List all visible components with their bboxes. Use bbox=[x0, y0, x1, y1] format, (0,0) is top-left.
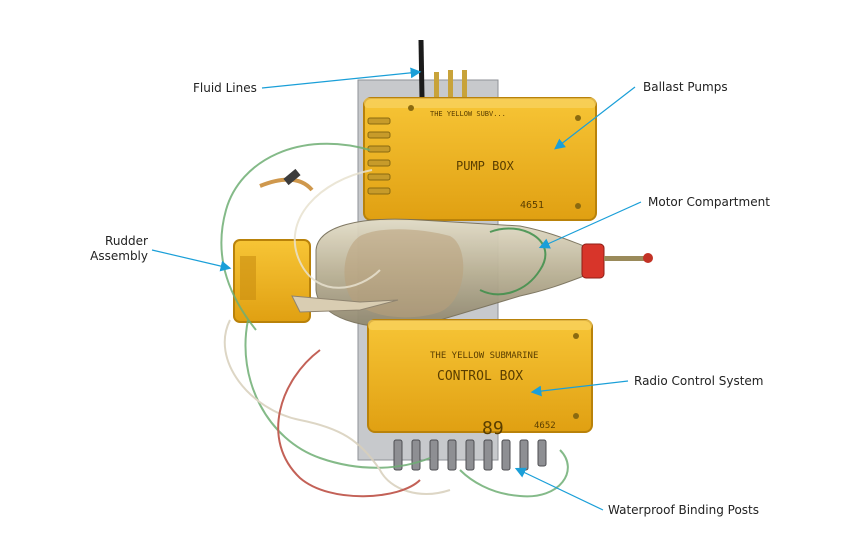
callout-arrows bbox=[151, 67, 642, 511]
fluid-line-tubes bbox=[418, 39, 467, 100]
control-brand-text: THE YELLOW SUBMARINE bbox=[430, 351, 538, 361]
label-rudder-line2: Assembly bbox=[90, 249, 148, 263]
pump-connectors bbox=[367, 117, 391, 195]
binding-posts bbox=[393, 439, 547, 471]
control-title-text: CONTROL BOX bbox=[437, 369, 523, 384]
radio-control-arrow bbox=[530, 380, 629, 397]
fluid-lines-arrow bbox=[261, 67, 422, 89]
label-fluid-lines: Fluid Lines bbox=[193, 81, 257, 95]
rudder-assembly-arrow bbox=[151, 249, 232, 272]
ballast-pumps-arrow bbox=[554, 86, 636, 150]
motor-bottle bbox=[315, 218, 653, 328]
pump-number-text: 4651 bbox=[520, 200, 544, 211]
control-serial-text: 4652 bbox=[534, 421, 556, 431]
pump-brand-text: THE YELLOW SUBV... bbox=[430, 110, 506, 118]
rudder-assembly bbox=[233, 239, 399, 323]
label-binding-posts: Waterproof Binding Posts bbox=[608, 503, 760, 517]
label-rudder-line1: Rudder bbox=[105, 234, 148, 248]
binding-posts-arrow bbox=[514, 467, 604, 511]
control-number-text: 89 bbox=[482, 418, 504, 439]
wires bbox=[220, 142, 569, 498]
label-ballast-pumps: Ballast Pumps bbox=[643, 80, 728, 94]
control-box: THE YELLOW SUBMARINE CONTROL BOX 89 4652 bbox=[367, 319, 593, 439]
pump-title-text: PUMP BOX bbox=[456, 159, 515, 173]
motor-compartment-arrow bbox=[538, 201, 642, 249]
pump-box: THE YELLOW SUBV... PUMP BOX 4651 bbox=[363, 97, 597, 221]
label-motor-compartment: Motor Compartment bbox=[648, 195, 770, 209]
label-radio-control: Radio Control System bbox=[634, 374, 764, 388]
